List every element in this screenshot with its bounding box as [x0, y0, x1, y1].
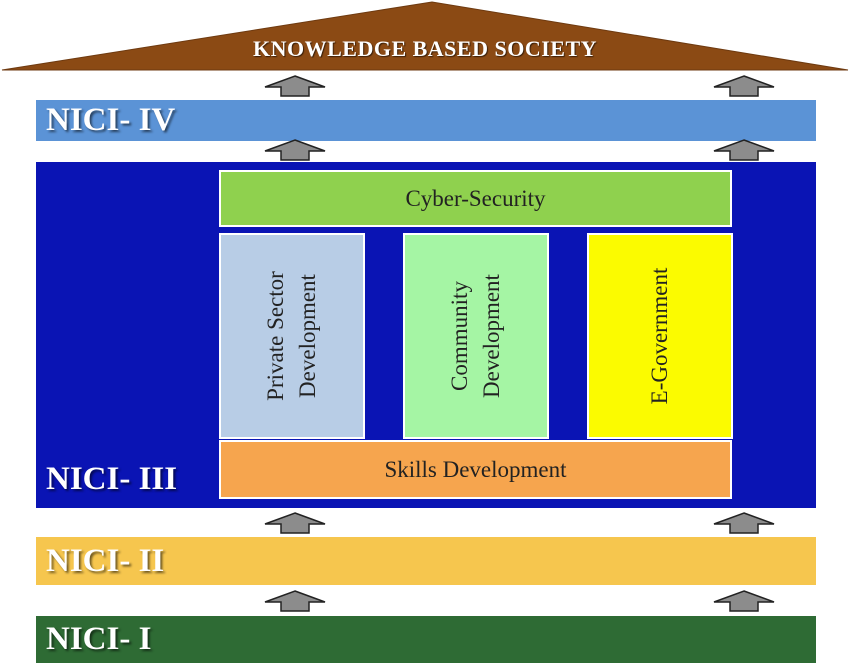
- up-arrow-icon: [264, 75, 326, 97]
- nici-iv-layer: NICI- IV: [36, 100, 816, 141]
- cyber-security-box: Cyber-Security: [219, 170, 732, 227]
- knowledge-based-society-title: KNOWLEDGE BASED SOCIETY: [252, 36, 598, 61]
- nici-iii-label: NICI- III: [46, 461, 178, 497]
- up-arrow-icon: [713, 75, 775, 97]
- community-development-label: Community Development: [444, 274, 508, 398]
- up-arrow-icon: [264, 139, 326, 161]
- community-development-box: Community Development: [403, 233, 549, 439]
- e-government-box: E-Government: [587, 233, 733, 439]
- e-government-label: E-Government: [644, 268, 676, 405]
- private-sector-line-1: Private Sector: [263, 271, 288, 401]
- e-government-line: E-Government: [647, 267, 672, 405]
- skills-development-box: Skills Development: [219, 440, 732, 499]
- nici-iii-layer: Cyber-Security Private Sector Developmen…: [36, 162, 816, 508]
- community-line-2: Development: [479, 274, 504, 398]
- up-arrow-icon: [713, 590, 775, 612]
- up-arrow-icon: [264, 590, 326, 612]
- nici-i-layer: NICI- I: [36, 616, 816, 663]
- up-arrow-icon: [264, 512, 326, 534]
- nici-iv-label: NICI- IV: [46, 102, 176, 138]
- private-sector-line-2: Development: [295, 274, 320, 398]
- nici-ii-label: NICI- II: [46, 543, 165, 579]
- roof-triangle: [1, 1, 849, 71]
- community-line-1: Community: [447, 281, 472, 391]
- private-sector-development-label: Private Sector Development: [260, 271, 324, 401]
- private-sector-development-box: Private Sector Development: [219, 233, 365, 439]
- nici-i-label: NICI- I: [46, 621, 152, 657]
- nici-ii-layer: NICI- II: [36, 537, 816, 585]
- up-arrow-icon: [713, 512, 775, 534]
- up-arrow-icon: [713, 139, 775, 161]
